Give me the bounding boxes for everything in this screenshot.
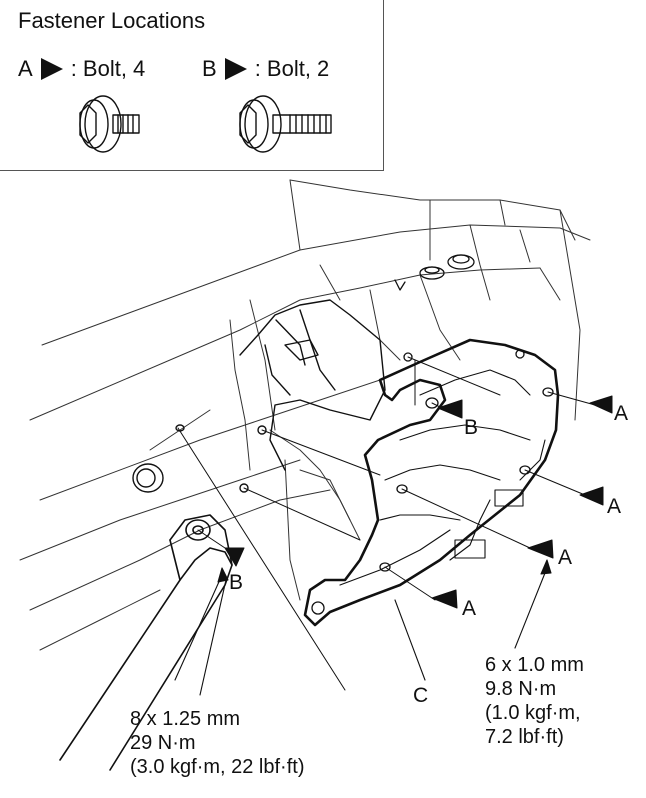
legend-letter-b: B — [202, 56, 217, 81]
bolt-short-icon — [79, 95, 140, 153]
callout-a2: A — [607, 495, 622, 518]
legend-item-b: B : Bolt, 2 — [202, 56, 329, 82]
spec-small-size: 6 x 1.0 mm — [485, 654, 584, 676]
legend-item-a: A : Bolt, 4 — [18, 56, 145, 82]
spec-small-torque-kgf: (1.0 kgf·m, — [485, 702, 581, 724]
spec-large-size: 8 x 1.25 mm — [130, 708, 241, 730]
torque-pointers — [174, 559, 552, 696]
spec-large-torque-nm: 29 N·m — [130, 732, 196, 754]
arrow-a-icon — [40, 58, 63, 80]
torque-spec-large: 8 x 1.25 mm 29 N·m (3.0 kgf·m, 22 lbf·ft… — [130, 707, 305, 779]
round-mount — [132, 463, 164, 493]
legend-letter-a: A — [18, 56, 33, 81]
callout-a3: A — [558, 546, 573, 569]
bolt-long-icon — [239, 95, 332, 153]
arrow-a3-icon — [527, 539, 554, 559]
arrow-a2-icon — [579, 486, 604, 506]
legend-title: Fastener Locations — [18, 8, 206, 33]
top-bushings — [394, 254, 475, 291]
frame-structure — [19, 179, 591, 651]
bracket-c — [303, 338, 560, 627]
callout-a1: A — [614, 402, 629, 425]
callout-arrows — [224, 395, 613, 609]
leader-lines — [177, 356, 596, 691]
callout-c: C — [413, 684, 429, 707]
callout-b1: B — [464, 416, 479, 439]
bolt-holes — [311, 349, 554, 615]
mount-bracket — [175, 299, 386, 493]
arrow-b1-icon — [437, 399, 463, 419]
arrow-b2-icon — [224, 547, 245, 567]
callout-b2: B — [229, 571, 244, 594]
callout-a4: A — [462, 597, 477, 620]
arrow-a4-icon — [431, 589, 458, 609]
arrow-a1-icon — [589, 395, 613, 414]
arrow-b-icon — [224, 58, 247, 80]
spec-small-torque-nm: 9.8 N·m — [485, 678, 557, 700]
spec-small-torque-lbf: 7.2 lbf·ft) — [485, 726, 564, 748]
fastener-legend: Fastener Locations A : Bolt, 4 B : Bolt,… — [0, 0, 384, 171]
torque-spec-small: 6 x 1.0 mm 9.8 N·m (1.0 kgf·m, 7.2 lbf·f… — [485, 653, 584, 749]
legend-text-a: : Bolt, 4 — [70, 56, 146, 81]
bracket-c-detail — [339, 369, 546, 586]
legend-text-b: : Bolt, 2 — [254, 56, 330, 81]
spec-large-torque-alt: (3.0 kgf·m, 22 lbf·ft) — [130, 756, 305, 778]
